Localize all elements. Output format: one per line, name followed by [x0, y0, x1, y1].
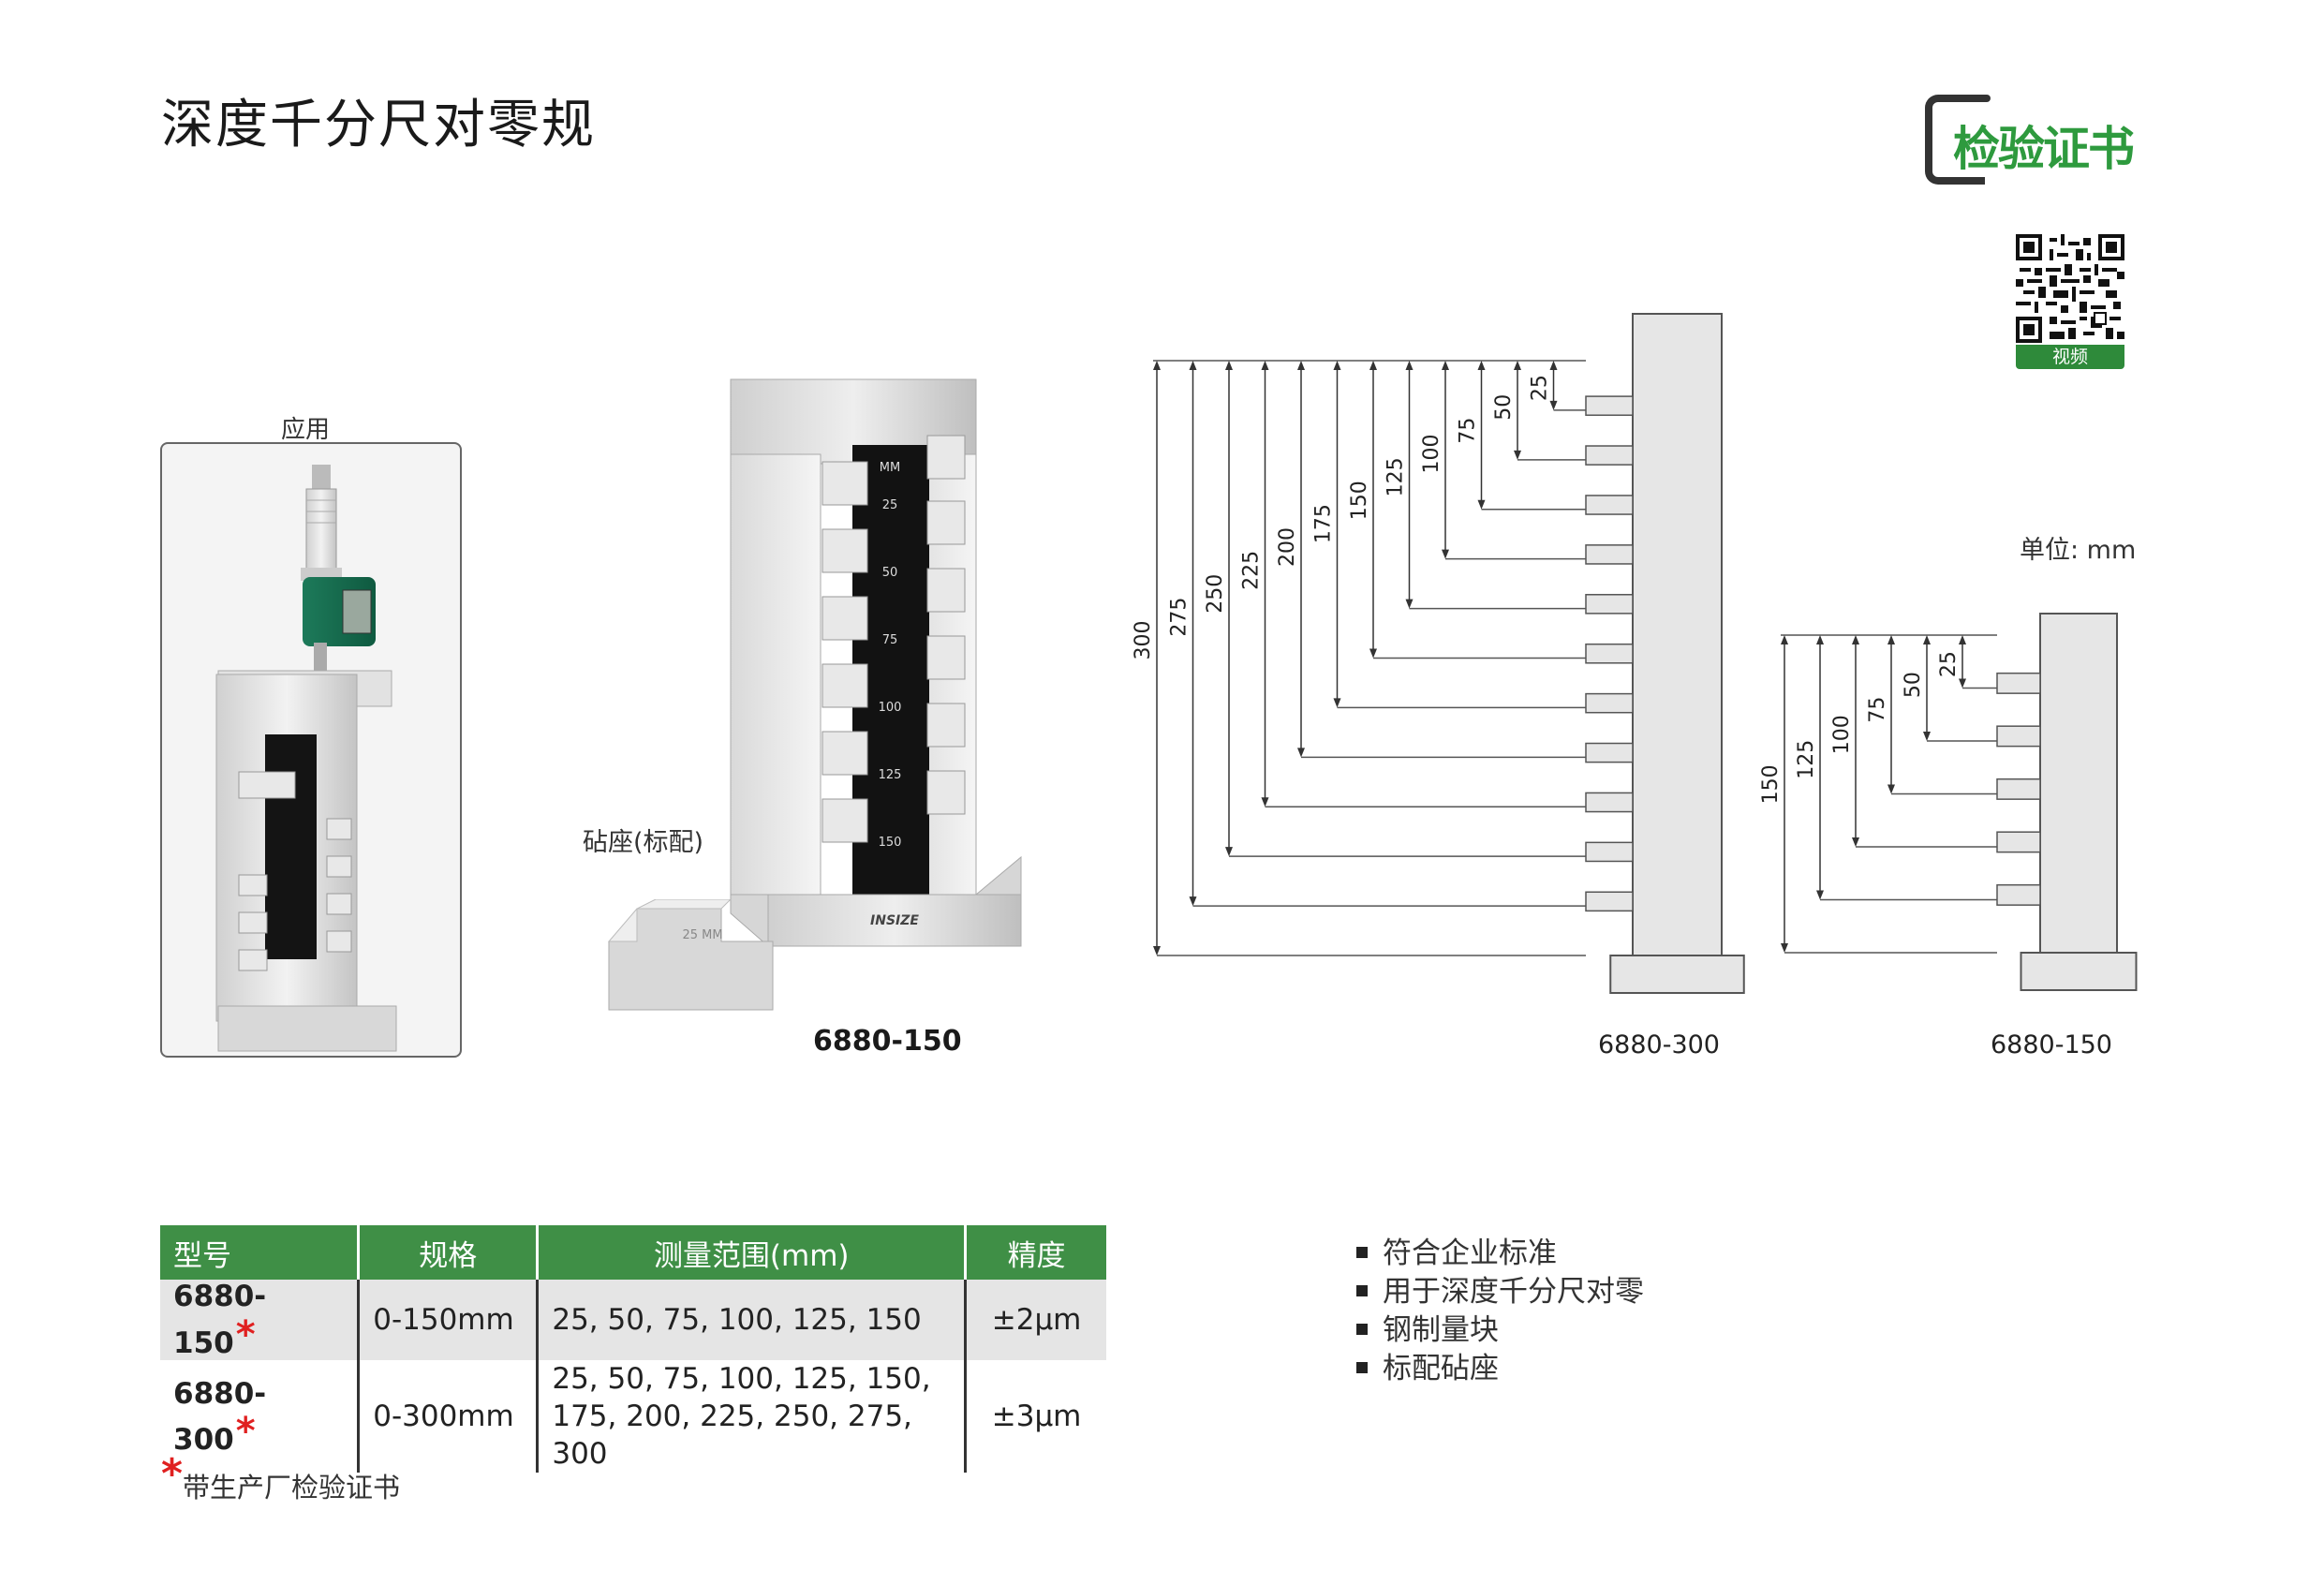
table-header-row: 型号 规格 测量范围(mm) 精度	[160, 1225, 1106, 1280]
block-scale-mark: 50	[882, 566, 898, 580]
video-qr-code[interactable]: 视频	[2016, 234, 2128, 369]
dimension-label: 50	[1902, 672, 1925, 698]
dimension-label: 300	[1132, 620, 1155, 659]
spec-cell: 0-300mm	[358, 1360, 540, 1473]
table-row: 6880-300* 0-300mm 25, 50, 75, 100, 125, …	[160, 1360, 1106, 1473]
gauge-step	[1585, 692, 1634, 714]
gauge-column	[2039, 613, 2118, 954]
model-cell: 6880-150*	[160, 1280, 361, 1360]
application-label: 应用	[281, 416, 331, 444]
footnote-star: *	[161, 1450, 184, 1498]
bullet-icon	[1356, 1362, 1368, 1373]
dimension-label: 125	[1795, 740, 1818, 779]
bullet-icon	[1356, 1247, 1368, 1258]
dimension-label: 250	[1204, 574, 1227, 614]
gauge-step	[1585, 445, 1634, 466]
bullet-icon	[1356, 1285, 1368, 1296]
bullet-icon	[1356, 1324, 1368, 1335]
range-cell: 25, 50, 75, 100, 125, 150,175, 200, 225,…	[537, 1360, 968, 1473]
gauge-step	[1996, 672, 2041, 694]
dimension-label: 75	[1457, 418, 1480, 444]
gauge-step	[1585, 643, 1634, 664]
gauge-step	[1996, 883, 2041, 906]
block-scale-mark: 150	[879, 836, 902, 850]
certificate-star: *	[235, 1409, 256, 1453]
anvil-label: 砧座(标配)	[583, 828, 704, 857]
spec-cell: 0-150mm	[358, 1280, 540, 1360]
footnote: *带生产厂检验证书	[161, 1450, 401, 1503]
table-row: 6880-150* 0-150mm 25, 50, 75, 100, 125, …	[160, 1280, 1106, 1360]
list-item: 用于深度千分尺对零	[1356, 1273, 1644, 1311]
diagram-150-caption: 6880-150	[1991, 1030, 2112, 1059]
gauge-step	[1585, 544, 1634, 565]
header-spec: 规格	[358, 1225, 540, 1280]
gauge-step	[1585, 395, 1634, 416]
dimension-label: 100	[1830, 715, 1854, 754]
spec-table: 型号 规格 测量范围(mm) 精度 6880-150* 0-150mm 25, …	[160, 1225, 1106, 1473]
feature-list: 符合企业标准 用于深度千分尺对零 钢制量块 标配砧座	[1356, 1235, 1644, 1388]
range-cell: 25, 50, 75, 100, 125, 150	[537, 1280, 968, 1360]
dimension-label: 25	[1937, 651, 1961, 677]
product-photo-6880-150: MM 25 50 75 100 125 150 INSIZE	[712, 351, 1030, 960]
gauge-step	[1585, 841, 1634, 863]
page-title: 深度千分尺对零规	[161, 95, 596, 156]
application-photo: INSIZE	[160, 442, 462, 1058]
gauge-column	[1632, 313, 1723, 956]
anvil-photo: 25 MM	[600, 854, 777, 1012]
header-accuracy: 精度	[965, 1225, 1106, 1280]
unit-label: 单位: mm	[2020, 536, 2137, 565]
list-item: 钢制量块	[1356, 1311, 1644, 1350]
dimension-label: 275	[1168, 598, 1192, 637]
dimension-label: 200	[1276, 527, 1299, 567]
gauge-step	[1996, 831, 2041, 853]
block-scale-mark: 125	[879, 768, 902, 782]
dimension-label: 25	[1529, 375, 1552, 401]
block-scale-mark: 75	[882, 633, 898, 647]
model-cell: 6880-300*	[160, 1360, 361, 1473]
dimension-label: 225	[1240, 551, 1264, 590]
gauge-step	[1585, 495, 1634, 515]
anvil-marking-text: 25 MM	[682, 928, 722, 942]
gauge-step	[1585, 742, 1634, 763]
dimension-label: 150	[1759, 764, 1783, 804]
certificate-logo-text: 检验证书	[1953, 122, 2135, 176]
list-item: 标配砧座	[1356, 1350, 1644, 1388]
diagram-6880-300: 25 50 75 100 125 150 175 200 225 250 275 300	[1105, 300, 1761, 1012]
list-item: 符合企业标准	[1356, 1235, 1644, 1273]
diagram-6880-150: 25 50 75 100 125 150	[1752, 600, 2145, 1012]
header-model: 型号	[160, 1225, 361, 1280]
dimension-label: 50	[1492, 394, 1516, 421]
application-illustration: INSIZE	[215, 465, 397, 1052]
qr-code-icon	[2016, 234, 2124, 343]
accuracy-cell: ±3μm	[965, 1360, 1106, 1473]
block-scale-mark: 100	[879, 701, 902, 715]
photo-caption: 6880-150	[813, 1025, 962, 1058]
certificate-star: *	[235, 1313, 256, 1356]
gauge-step	[1996, 725, 2041, 748]
dimension-label: 150	[1348, 481, 1371, 520]
header-range: 测量范围(mm)	[537, 1225, 968, 1280]
gauge-base	[2020, 952, 2138, 991]
gauge-step	[1585, 594, 1634, 615]
gauge-base	[1609, 955, 1745, 994]
gauge-step	[1996, 778, 2041, 800]
block-scale-unit: MM	[880, 461, 900, 475]
certificate-logo: 检验证书	[1925, 89, 2140, 185]
dimension-label: 75	[1866, 697, 1889, 723]
dimension-label: 175	[1312, 504, 1336, 543]
dimension-label: 100	[1420, 434, 1443, 473]
gauge-step	[1585, 891, 1634, 912]
dimension-label: 125	[1384, 457, 1408, 496]
accuracy-cell: ±2μm	[965, 1280, 1106, 1360]
qr-video-label: 视频	[2016, 345, 2124, 369]
block-scale-mark: 25	[882, 498, 898, 512]
diagram-300-caption: 6880-300	[1598, 1030, 1720, 1059]
photo-brand-text: INSIZE	[870, 913, 919, 928]
gauge-step	[1585, 792, 1634, 813]
